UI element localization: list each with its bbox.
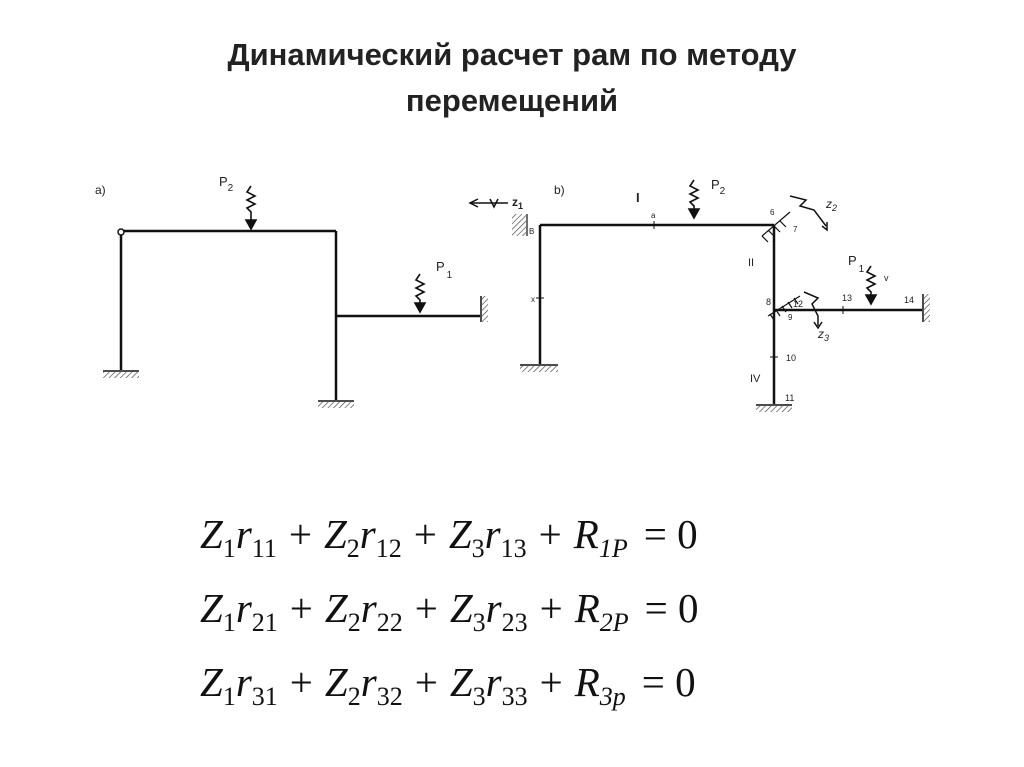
diagram-b-p2-label: P2: [711, 177, 726, 197]
diagram-b-restraint-top-right: [761, 211, 791, 243]
diagram-b-load-p1: [864, 265, 878, 306]
diagram-b-node-10: 10: [786, 353, 796, 363]
diagram-b-node-x: x: [531, 295, 535, 304]
diagram-b-support-left: [520, 364, 558, 372]
diagram-a-support-wall: [480, 296, 488, 322]
diagram-b-z2-arrow: [789, 195, 828, 232]
diagram-a-load-p2: [244, 185, 258, 231]
diagram-b-node-11: 11: [785, 393, 794, 403]
diagram-b-p1-label: P1: [848, 253, 865, 275]
slide-title: Динамический расчет рам по методу переме…: [0, 32, 1024, 124]
diagram-b-support-wall: [922, 294, 930, 322]
title-line-1: Динамический расчет рам по методу: [227, 37, 797, 72]
diagram-b-node-9: 9: [788, 313, 793, 322]
diagram-b-z2-label: z2: [825, 197, 837, 213]
diagram-a-label: a): [95, 183, 106, 197]
diagram-b-restraint-mid-right: [767, 295, 801, 321]
equation-1: Z1r11+Z2r12+Z3r13+R1P= 0: [200, 511, 698, 564]
diagram-b-z3-arrow: [803, 291, 823, 330]
diagram-b-z3-label: z3: [817, 327, 829, 343]
diagram-b: b): [468, 177, 930, 412]
diagram-b-node-b: B: [529, 227, 534, 236]
diagram-b-load-p2: [687, 179, 701, 220]
diagram-b-node-12: 12: [793, 299, 803, 309]
diagram-a-p1-label: P1: [436, 259, 453, 281]
diagram-b-label: b): [554, 183, 565, 197]
diagram-b-z1-arrow: [468, 198, 508, 209]
equation-2: Z1r21+Z2r22+Z3r23+R2P= 0: [200, 585, 699, 638]
diagram-b-roman-4: IV: [750, 373, 761, 385]
diagram-b-node-7: 7: [793, 225, 798, 234]
diagram-b-node-a: a: [651, 211, 656, 220]
diagram-b-support-bottom: [756, 404, 792, 412]
diagram-a: a) P2: [95, 174, 488, 408]
diagram-a-load-p1: [413, 273, 427, 314]
diagram-b-restraint-left-joint: [512, 214, 528, 236]
diagram-a-p2-label: P2: [219, 174, 234, 194]
diagram-b-node-v: v: [884, 273, 889, 283]
diagram-b-z1-label: z1: [512, 195, 523, 211]
diagram-b-roman-1: I: [636, 190, 640, 205]
diagram-b-node-13: 13: [842, 293, 852, 303]
diagram-b-node-14: 14: [904, 295, 914, 305]
equation-3: Z1r31+Z2r32+Z3r33+R3p= 0: [200, 659, 696, 712]
diagram-a-hinge: [117, 228, 125, 236]
diagram-b-node-8: 8: [766, 297, 771, 307]
diagram-a-support-left: [103, 370, 139, 378]
diagram-a-support-right: [318, 400, 354, 408]
title-line-2: перемещений: [405, 83, 619, 118]
diagram-b-roman-2: II: [748, 257, 754, 269]
diagram-b-node-6: 6: [770, 208, 775, 217]
